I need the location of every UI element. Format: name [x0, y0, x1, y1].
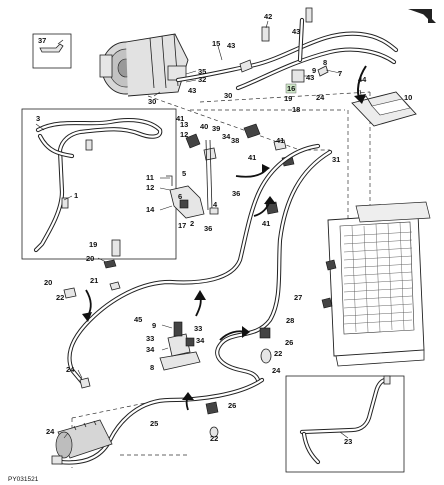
callout-31: 31 [332, 155, 340, 164]
callout-9-a: 9 [312, 66, 316, 75]
callout-36-a: 36 [232, 189, 240, 198]
callout-41-d: 41 [262, 219, 270, 228]
callout-36-b: 36 [204, 224, 212, 233]
callout-34-b: 34 [196, 336, 205, 345]
callout-15: 15 [212, 39, 220, 48]
callout-22-a: 22 [56, 293, 64, 302]
callout-10: 10 [404, 93, 412, 102]
callout-11: 11 [146, 173, 154, 182]
callout-41-a: 41 [176, 114, 184, 123]
highlight-16 [285, 83, 297, 94]
inset-box-hose-3 [21, 108, 177, 260]
callout-30-b: 30 [224, 91, 232, 100]
callout-33-b: 33 [146, 334, 154, 343]
callout-40: 40 [200, 122, 208, 131]
callout-19-a: 19 [284, 94, 292, 103]
callout-7: 7 [338, 69, 342, 78]
callout-12-a: 12 [180, 130, 188, 139]
callout-5: 5 [182, 169, 186, 178]
callout-34-a: 34 [222, 132, 231, 141]
callout-24-d: 24 [46, 427, 55, 436]
callout-labels: 42 43 43 15 35 32 30 30 43 43 7 8 9 44 1… [8, 12, 412, 483]
direction-arrow-icon [354, 65, 367, 104]
lower-bracket [159, 321, 201, 371]
callout-32: 32 [198, 75, 206, 84]
refrigerant-line-25 [57, 377, 265, 465]
callout-22-c: 22 [210, 434, 218, 443]
callout-24-a: 24 [316, 93, 325, 102]
callout-14: 14 [146, 205, 155, 214]
callout-25: 25 [150, 419, 158, 428]
diagram-code: PY031521 [8, 476, 39, 483]
callout-16: 16 [287, 84, 295, 93]
callout-2: 2 [190, 219, 194, 228]
callout-39: 39 [212, 124, 220, 133]
corner-arrow-icon [408, 9, 436, 23]
callout-8-b: 8 [150, 363, 154, 372]
callout-27: 27 [294, 293, 302, 302]
inset-box-37: 37 [32, 33, 72, 69]
callout-34-c: 34 [146, 345, 155, 354]
callout-28: 28 [286, 316, 294, 325]
callout-45: 45 [134, 315, 142, 324]
callout-41-c: 41 [276, 136, 284, 145]
callout-43-b: 43 [227, 41, 235, 50]
callout-20-a: 20 [86, 254, 94, 263]
compressor [99, 33, 189, 97]
callout-35: 35 [198, 67, 206, 76]
inset-box-line-23 [285, 375, 405, 473]
callout-4: 4 [213, 200, 218, 209]
mount-bracket [166, 175, 219, 219]
leader-lines [35, 20, 349, 439]
callout-43-c: 43 [188, 86, 196, 95]
condenser [321, 201, 431, 367]
callout-12-b: 12 [146, 183, 154, 192]
callout-9-b: 9 [152, 321, 156, 330]
callout-44: 44 [358, 75, 367, 84]
callout-19-b: 19 [89, 240, 97, 249]
callout-1: 1 [74, 191, 78, 200]
callout-17: 17 [178, 221, 186, 230]
callout-26-b: 26 [228, 401, 236, 410]
insulation-panel [351, 89, 417, 127]
callout-21: 21 [90, 276, 98, 285]
callout-24-c: 24 [66, 365, 75, 374]
callout-43-d: 43 [306, 73, 314, 82]
accumulator [51, 419, 113, 465]
callout-18: 18 [292, 105, 300, 114]
callout-41-b: 41 [248, 153, 256, 162]
clamp-bracket-group [185, 123, 295, 215]
callout-37: 37 [38, 36, 46, 45]
callout-20-b: 20 [44, 278, 52, 287]
refrigerant-line-45 [67, 143, 321, 385]
callout-6: 6 [178, 192, 182, 201]
callout-33-a: 33 [194, 324, 202, 333]
callout-8-a: 8 [323, 58, 327, 67]
callout-43-a: 43 [292, 27, 300, 36]
fittings [63, 239, 272, 438]
callout-38: 38 [231, 136, 239, 145]
callout-23: 23 [344, 437, 352, 446]
callout-26-a: 26 [285, 338, 293, 347]
callout-42: 42 [264, 12, 272, 21]
flow-arrow-icons [82, 164, 276, 411]
callout-13: 13 [180, 120, 188, 129]
callout-24-b: 24 [272, 366, 281, 375]
upper-hose-assembly [175, 7, 399, 91]
callout-30-a: 30 [148, 97, 156, 106]
callout-22-b: 22 [274, 349, 282, 358]
callout-3: 3 [36, 114, 40, 123]
refrigerant-line-27 [215, 149, 333, 383]
